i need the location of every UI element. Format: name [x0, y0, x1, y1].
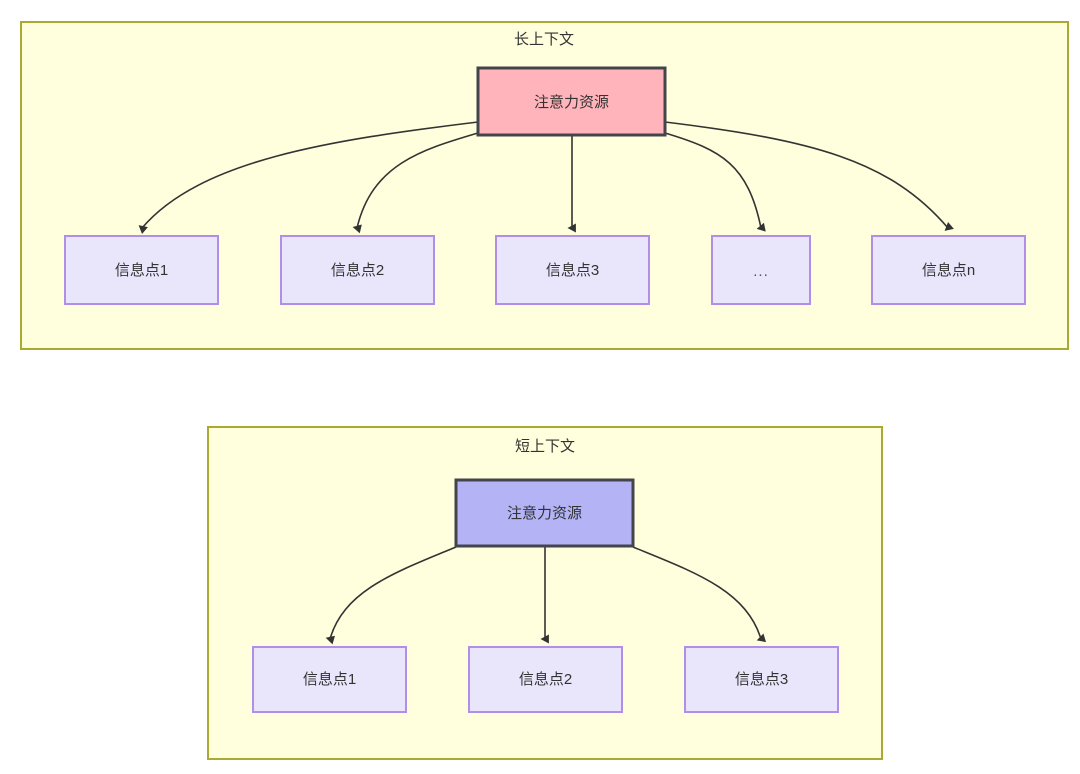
node-attention-resource-long[interactable]: 注意力资源 — [476, 66, 667, 137]
node-info-3-label: 信息点3 — [546, 262, 599, 279]
container-title-long-context: 长上下文 — [514, 31, 574, 48]
node-info-2[interactable]: 信息点2 — [280, 235, 435, 305]
edge-short-root-to-info-3 — [632, 546, 767, 643]
node-info-1-rect[interactable] — [64, 235, 219, 305]
edge-root-to-info-ellipsis — [664, 132, 766, 232]
node-info-1-label: 信息点1 — [115, 262, 168, 279]
node-info-2-rect[interactable] — [280, 235, 435, 305]
node-short-info-1[interactable]: 信息点1 — [252, 646, 407, 713]
node-info-ellipsis-rect[interactable] — [711, 235, 811, 305]
edge-root-to-info-1 — [138, 121, 479, 234]
node-info-ellipsis[interactable]: ... — [711, 235, 811, 305]
edge-root-to-info-2 — [352, 132, 479, 234]
group-short-context: 短上下文 注意力资源 信息点1 信息点2 信息点3 — [207, 426, 883, 760]
node-attention-resource-short[interactable]: 注意力资源 — [454, 478, 635, 548]
node-info-ellipsis-label: ... — [753, 263, 769, 280]
node-short-info-3-rect[interactable] — [684, 646, 839, 713]
node-short-info-1-rect[interactable] — [252, 646, 407, 713]
node-short-info-2-rect[interactable] — [468, 646, 623, 713]
node-attention-resource-long-label: 注意力资源 — [534, 93, 609, 111]
node-short-info-3-label: 信息点3 — [735, 671, 788, 688]
node-info-3[interactable]: 信息点3 — [495, 235, 650, 305]
node-short-info-2[interactable]: 信息点2 — [468, 646, 623, 713]
node-short-info-3[interactable]: 信息点3 — [684, 646, 839, 713]
edge-short-root-to-info-1 — [325, 546, 457, 645]
node-attention-resource-long-rect[interactable] — [476, 66, 667, 137]
node-info-2-label: 信息点2 — [331, 262, 384, 279]
node-info-n[interactable]: 信息点n — [871, 235, 1026, 305]
node-info-n-label: 信息点n — [922, 262, 975, 279]
node-attention-resource-short-label: 注意力资源 — [507, 504, 582, 522]
node-attention-resource-short-rect[interactable] — [454, 478, 635, 548]
node-short-info-2-label: 信息点2 — [519, 671, 572, 688]
node-short-info-1-label: 信息点1 — [303, 671, 356, 688]
container-title-short-context: 短上下文 — [515, 438, 575, 455]
edge-root-to-info-n — [664, 121, 954, 231]
node-info-3-rect[interactable] — [495, 235, 650, 305]
node-info-1[interactable]: 信息点1 — [64, 235, 219, 305]
node-info-n-rect[interactable] — [871, 235, 1026, 305]
group-long-context: 长上下文 注意力资源 信息点1 信息点2 信息点 — [20, 21, 1069, 350]
